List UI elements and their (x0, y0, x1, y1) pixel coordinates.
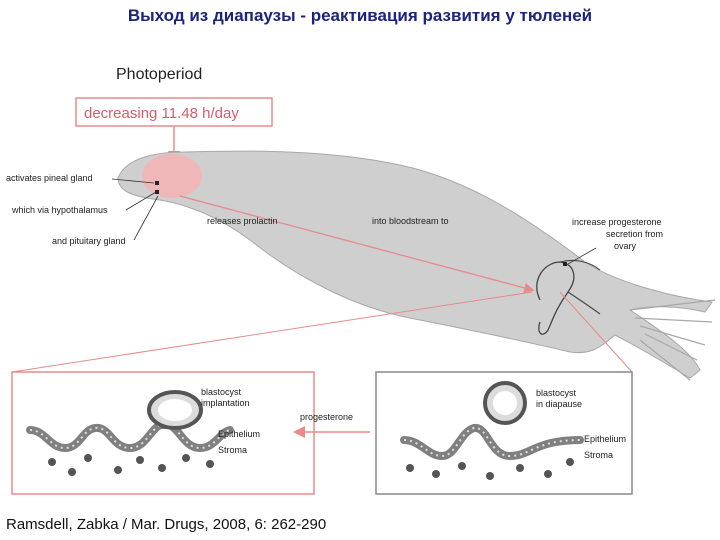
label-stroma-right: Stroma (584, 450, 613, 460)
label-progesterone-2: secretion from (606, 229, 663, 239)
leader-pineal (111, 178, 155, 184)
prolactin-line (179, 195, 535, 294)
photoperiod-value: decreasing 11.48 h/day (84, 105, 239, 122)
label-diapause-1: blastocyst (536, 388, 577, 398)
ovary-dot (563, 262, 567, 266)
panel-implantation: blastocyst implantation Epithelium Strom… (11, 371, 315, 495)
seal-body (117, 150, 713, 379)
leader-hypothalamus (125, 191, 157, 211)
zoom-line-left (11, 291, 533, 373)
pineal-dot (155, 181, 159, 185)
label-progesterone-3: ovary (614, 241, 637, 251)
citation: Ramsdell, Zabka / Mar. Drugs, 2008, 6: 2… (6, 516, 327, 533)
label-prolactin: releases prolactin (207, 216, 278, 226)
label-pineal: activates pineal gland (6, 173, 93, 183)
leader-ovary (567, 247, 597, 265)
epithelium-left (26, 421, 234, 453)
label-implantation-1: blastocyst (201, 387, 242, 397)
photoperiod-box (75, 97, 273, 127)
epithelium-right (400, 424, 584, 461)
label-epithelium-right: Epithelium (584, 434, 626, 444)
blastocyst-cavity-left (158, 399, 192, 421)
brain-highlight (142, 154, 202, 198)
label-implantation-2: implantation (201, 398, 250, 408)
leader-pituitary (133, 195, 159, 241)
label-hypothalamus: which via hypothalamus (11, 205, 108, 215)
seal-flipper (629, 299, 716, 381)
panel-diapause: blastocyst in diapause Epithelium Stroma (375, 371, 633, 495)
label-progesterone-arrow: progesterone (300, 412, 353, 422)
label-bloodstream: into bloodstream to (372, 216, 449, 226)
slide-title: Выход из диапаузы - реактивация развития… (127, 6, 593, 25)
photoperiod-label: Photoperiod (116, 66, 202, 83)
pituitary-dot (155, 190, 159, 194)
label-progesterone-1: increase progesterone (572, 217, 662, 227)
uterine-horns (559, 259, 601, 315)
label-epithelium-left: Epithelium (218, 429, 260, 439)
label-stroma-left: Stroma (218, 445, 247, 455)
label-diapause-2: in diapause (536, 399, 582, 409)
blastocyst-cavity-right (493, 391, 517, 415)
label-pituitary: and pituitary gland (52, 236, 126, 246)
zoom-line-right (559, 291, 633, 373)
